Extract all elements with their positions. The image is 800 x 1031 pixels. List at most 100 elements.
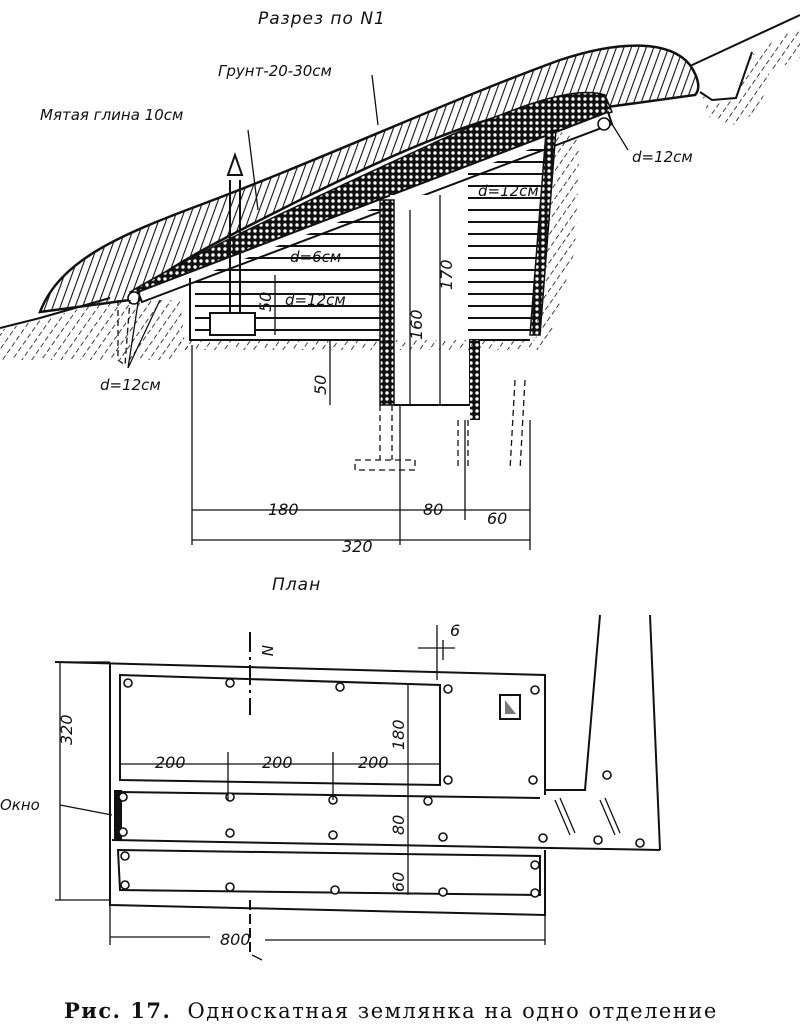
posts-left-label: d=12см [100,376,161,394]
clay-label: Мятая глина 10см [40,106,183,124]
log [123,678,133,688]
total-depth-dim: 320 [57,714,76,745]
caption-number: Рис. 17. [64,998,171,1023]
beam-support-left [127,291,141,305]
log [118,792,128,802]
log [635,838,645,848]
clay-layer [128,91,613,299]
door-post [379,199,395,406]
log [118,827,128,837]
outer-wall [54,661,546,917]
section-view: Разрез по N1 [0,9,800,556]
window-label: Окно [0,796,40,814]
door-height-dim: 160 [407,309,426,340]
log [328,830,338,840]
log [225,828,235,838]
clay-leader [247,129,259,211]
span-2-dim: 200 [262,753,293,772]
post-left-buried [117,299,131,367]
entrance-trench [545,614,661,851]
room-depth-dim: 180 [389,719,408,750]
total-length-dim-line [109,905,546,945]
section-title: Разрез по N1 [258,9,386,29]
caption-line: Рис. 17. Односкатная землянка на одно от… [64,998,718,1023]
beam-right-label: d=12см [632,148,693,166]
log [602,770,612,780]
width-main-dim: 180 [268,500,299,519]
bench-room-outline [111,839,661,897]
width-pit-dim: 80 [423,500,443,519]
log [538,833,548,843]
log [423,796,433,806]
log [225,678,235,688]
log [438,887,448,897]
post-pit-buried [457,420,469,470]
log [528,775,538,785]
horizontal-dimension-lines [191,345,531,550]
plan-title: План [272,575,321,595]
figure-caption: Рис. 17. Односкатная землянка на одно от… [64,998,718,1023]
bench-height-dim: 50 [256,292,275,312]
post-back-buried [509,379,526,471]
caption-text: Односкатная землянка на одно отделение [188,999,718,1023]
wall-thickness-dim-lines [418,625,455,680]
log [120,880,130,890]
log [593,835,603,845]
log [530,888,540,898]
span-3-dim: 200 [358,753,389,772]
window-leader [59,804,113,816]
total-length-dim: 800 [220,930,251,949]
main-room-outline [119,673,441,787]
stove-shade [505,700,516,714]
log [530,860,540,870]
rafter-label: d=6см [290,248,341,266]
window [114,790,122,840]
log [438,832,448,842]
log [120,851,130,861]
ground-hatch-left [0,300,190,360]
width-total-dim: 320 [342,537,373,556]
log [335,682,345,692]
back-wall-label: d=12см [478,182,539,200]
floor-ground [180,340,540,350]
post-door-buried [354,405,416,471]
stove-pipe [229,180,241,313]
section-mark: N [258,645,276,656]
log [443,684,453,694]
ground-line-right [689,14,800,67]
vertical-dimension-lines [274,195,441,405]
beam-right-leader [611,123,629,151]
wall-logs-label: d=12см [285,291,346,309]
beam-support-right [597,117,611,131]
logs [118,678,645,898]
section-mark-tick [251,954,263,961]
log [225,882,235,892]
soil-cover-layer [38,44,700,314]
pit-depth-dim: 50 [311,375,330,395]
plan-view: План [0,575,661,961]
stove [209,312,256,336]
posts-left-leader [127,289,161,369]
log [330,885,340,895]
front-wall-planks [195,202,390,335]
log [225,792,235,802]
doorway [390,195,468,335]
vent-arrow-icon [226,151,244,176]
span-dim-line [120,752,440,800]
wall-thickness-dim: 6 [450,621,460,640]
room-height-dim: 170 [437,259,456,290]
entrance-steps [554,797,621,836]
bench-depth-dim: 60 [389,872,408,892]
aisle-line [119,791,541,799]
width-rear-dim: 60 [487,509,507,528]
trench-ground [700,25,800,125]
ground-hatch-back [535,130,580,345]
trench-profile [699,51,753,102]
soil-label: Грунт-20-30см [218,62,332,80]
span-1-dim: 200 [155,753,186,772]
pit-wall [470,340,480,420]
aisle-depth-dim: 80 [389,815,408,835]
total-depth-dim-line [55,661,110,901]
soil-leader [371,74,379,126]
